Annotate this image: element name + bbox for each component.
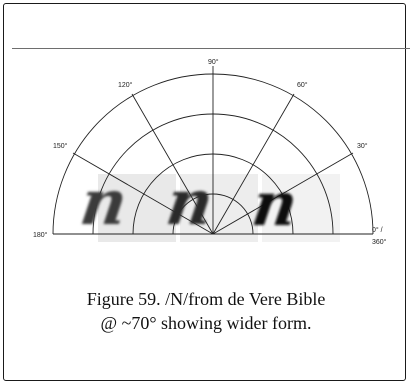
figure-caption-line-1: Figure 59. /N/from de Vere Bible <box>0 289 412 310</box>
figure-caption-line-2: @ ~70° showing wider form. <box>0 313 412 334</box>
label-150: 150° <box>53 142 68 150</box>
label-30: 30° <box>357 142 368 150</box>
label-180: 180° <box>33 231 48 239</box>
polar-diagram: n n n 90° 120° 60° 150° 30° 180° 0° / 36… <box>30 56 400 246</box>
label-120: 120° <box>118 81 133 89</box>
label-90: 90° <box>208 58 219 66</box>
label-0: 0° / <box>372 226 383 234</box>
label-60: 60° <box>297 81 308 89</box>
label-360-cut: 360° <box>372 238 387 246</box>
top-rule <box>12 48 410 49</box>
